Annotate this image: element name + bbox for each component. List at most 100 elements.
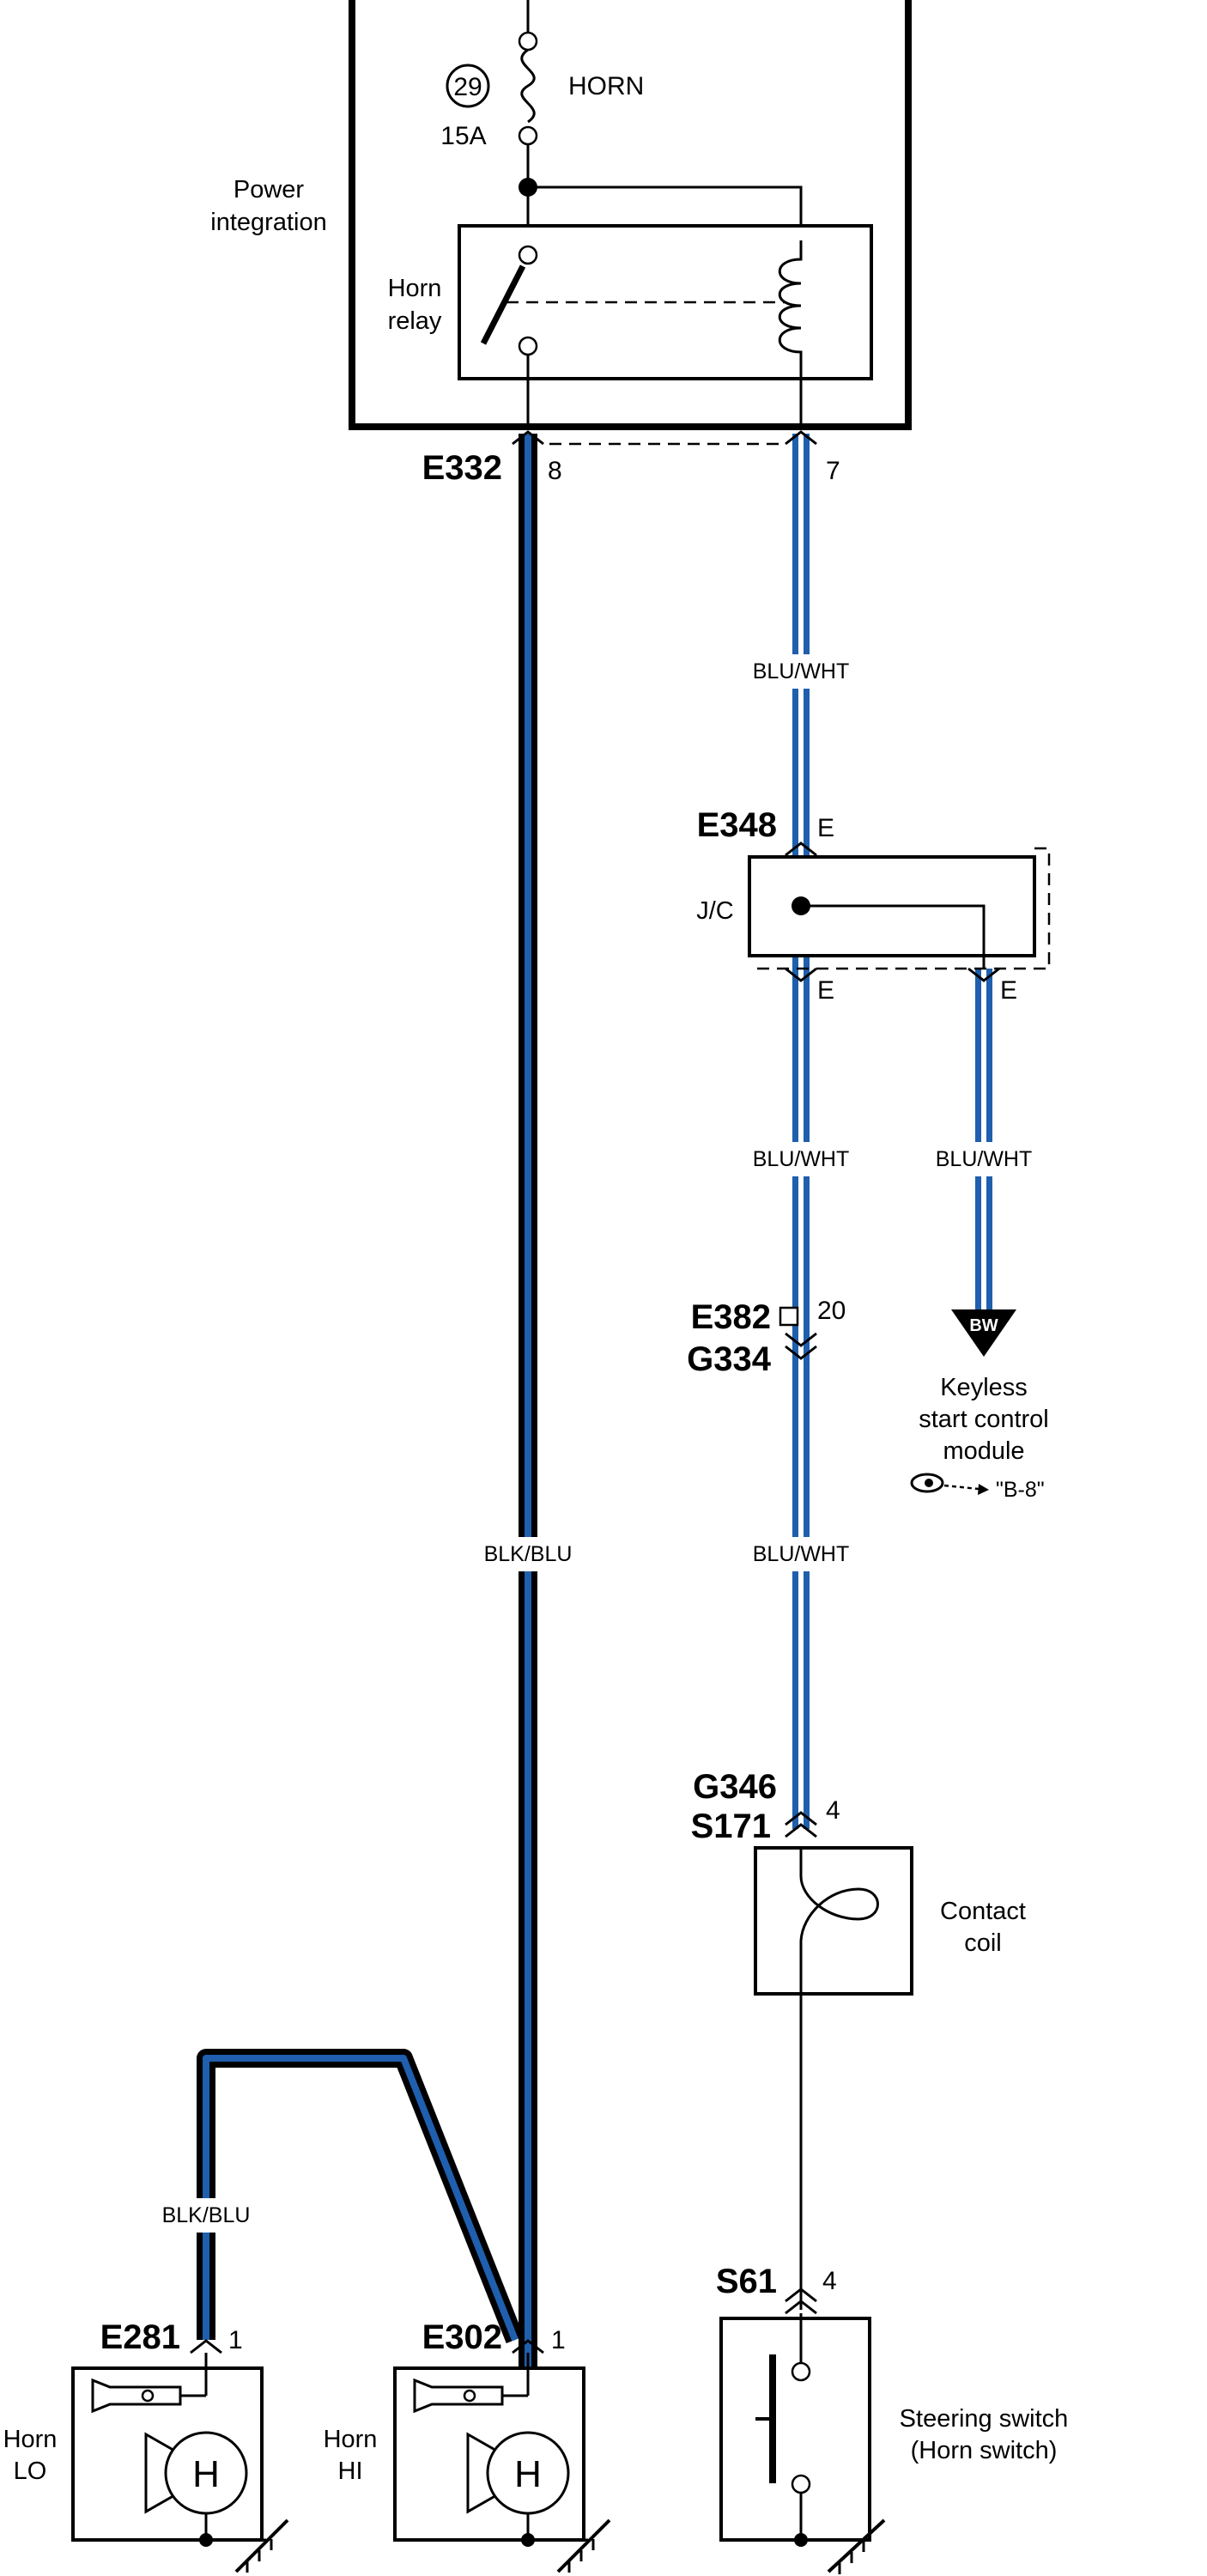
reference-eye-icon <box>910 1473 989 1495</box>
e348-label: E348 <box>697 806 777 844</box>
horn-hi-label-2: HI <box>338 2458 363 2485</box>
relay-coil-feed-wire <box>528 185 803 240</box>
connector-e382-g334: E382 20 G334 <box>687 1297 846 1378</box>
e332-pin-8-chevron <box>512 430 544 446</box>
connector-e332: E332 8 7 <box>422 430 840 487</box>
s61-chevron-1 <box>785 2287 817 2303</box>
e332-pin-8: 8 <box>548 457 562 485</box>
e332-label: E332 <box>422 449 502 487</box>
s171-label: S171 <box>691 1807 771 1845</box>
jc-housing-dashed <box>749 847 1051 970</box>
g334-chevron <box>785 1345 817 1360</box>
horn-relay: Horn relay <box>388 224 873 380</box>
steering-switch-label-1: Steering switch <box>900 2405 1069 2433</box>
steering-switch-label-2: (Horn switch) <box>911 2437 1058 2464</box>
relay-coil-icon <box>778 240 803 379</box>
e281-chevron <box>190 2339 222 2354</box>
keyless-label-3: module <box>943 1437 1024 1465</box>
fuse-horn: 29 15A HORN <box>440 0 644 150</box>
contact-coil-box <box>754 1846 913 1996</box>
fuse-name: HORN <box>568 72 644 100</box>
wire-tag-e332-e302: BLK/BLU <box>484 1542 573 1566</box>
relay-contact-bottom <box>518 336 538 356</box>
contact-coil: Contact coil <box>754 1846 1026 1996</box>
g346-chevron <box>785 1811 817 1826</box>
e332-pin-7-chevron <box>785 430 817 446</box>
e382-label: E382 <box>691 1298 771 1336</box>
horn-relay-label-2: relay <box>388 307 442 335</box>
jc-internal-branch <box>801 904 986 969</box>
horn-hi-speaker-icon <box>466 2431 570 2515</box>
steering-switch-box <box>719 2317 871 2542</box>
fuse-element-icon <box>520 48 536 124</box>
connector-g346-s171: G346 S171 4 <box>691 1768 840 1845</box>
s61-pin: 4 <box>822 2267 837 2295</box>
e348-out-a-chevron <box>785 967 817 982</box>
horn-hi-trumpet-icon <box>413 2378 528 2414</box>
wire-tags: BLU/WHT BLU/WHT BLU/WHT BLU/WHT BLK/BLU … <box>152 654 1038 2233</box>
keyless-ref-page: "B-8" <box>996 1478 1045 1502</box>
e348-out-b-chevron <box>967 967 1000 982</box>
s61-label: S61 <box>716 2263 777 2300</box>
e302-pin: 1 <box>551 2326 566 2354</box>
switch-terminal-top <box>791 2361 811 2382</box>
e302-label: E302 <box>422 2318 502 2356</box>
s61-chevron-2 <box>785 2300 817 2315</box>
wire-tag-g334-g346: BLU/WHT <box>753 1542 850 1566</box>
e382-pin: 20 <box>817 1297 846 1325</box>
horn-lo-trumpet-icon <box>91 2378 206 2414</box>
switch-terminal-bottom <box>791 2474 811 2494</box>
fuse-number-circle <box>446 64 490 108</box>
wire-tag-e332-e348: BLU/WHT <box>753 659 850 683</box>
e382-pin-box <box>779 1306 799 1327</box>
power-integration-unit: Power integration <box>210 0 912 430</box>
horn-hi-label-1: Horn <box>324 2426 378 2453</box>
relay-contact-top <box>518 245 538 265</box>
fuse-terminal-top <box>518 31 538 52</box>
e281-label: E281 <box>100 2318 180 2356</box>
e348-pin-out-b: E <box>1000 976 1017 1005</box>
keyless-start-module-ref: BW Keyless start control module "B-8" <box>910 1309 1049 1502</box>
wire-tag-e348-e382: BLU/WHT <box>753 1147 850 1171</box>
g346-label: G346 <box>693 1768 777 1806</box>
power-integration-label-2: integration <box>210 209 326 236</box>
horn-lo-ground-icon <box>206 2518 289 2573</box>
relay-switch-arm <box>480 264 526 345</box>
g334-label: G334 <box>687 1340 772 1378</box>
wire-tag-e348-keyless: BLU/WHT <box>936 1147 1033 1171</box>
e348-pin-in: E <box>817 814 834 842</box>
fuse-number: 29 <box>453 73 482 101</box>
horn-hi-ground-icon <box>528 2518 611 2573</box>
horn-relay-label-1: Horn <box>388 275 442 302</box>
fuse-rating: 15A <box>440 122 486 150</box>
e382-chevron <box>785 1332 817 1347</box>
horn-hi: E302 1 H Horn HI <box>324 2318 611 2573</box>
switch-ground-icon <box>801 2518 886 2574</box>
bw-connector-triangle <box>951 1309 1016 1357</box>
jc-label: J/C <box>696 897 734 925</box>
wire-tag-e281: BLK/BLU <box>162 2203 251 2227</box>
horn-lo-label-1: Horn <box>3 2426 58 2453</box>
power-integration-label-1: Power <box>234 176 305 204</box>
s171-chevron <box>785 1823 817 1838</box>
e332-pin-7: 7 <box>826 457 840 485</box>
power-integration-outline <box>349 0 912 430</box>
contact-coil-label-2: coil <box>964 1929 1002 1957</box>
contact-coil-label-1: Contact <box>940 1898 1026 1925</box>
horn-hi-symbol: H <box>514 2453 542 2495</box>
bw-code: BW <box>969 1316 998 1335</box>
fuse-terminal-bottom <box>518 125 538 146</box>
keyless-label-2: start control <box>919 1406 1049 1433</box>
keyless-label-1: Keyless <box>940 1374 1028 1401</box>
e302-chevron <box>512 2339 544 2354</box>
horn-lo: E281 1 H Horn LO <box>3 2318 289 2573</box>
e348-pin-out-a: E <box>817 976 834 1005</box>
steering-horn-switch: S61 4 Steering switch (Horn switch) <box>716 2263 1069 2574</box>
e281-pin: 1 <box>228 2326 243 2354</box>
horn-lo-label-2: LO <box>14 2458 47 2485</box>
contact-coil-icon <box>799 1848 879 1994</box>
connector-e348: E348 E J/C E E <box>696 806 1051 1005</box>
horn-lo-symbol: H <box>192 2453 220 2495</box>
horn-lo-speaker-icon <box>144 2431 248 2515</box>
